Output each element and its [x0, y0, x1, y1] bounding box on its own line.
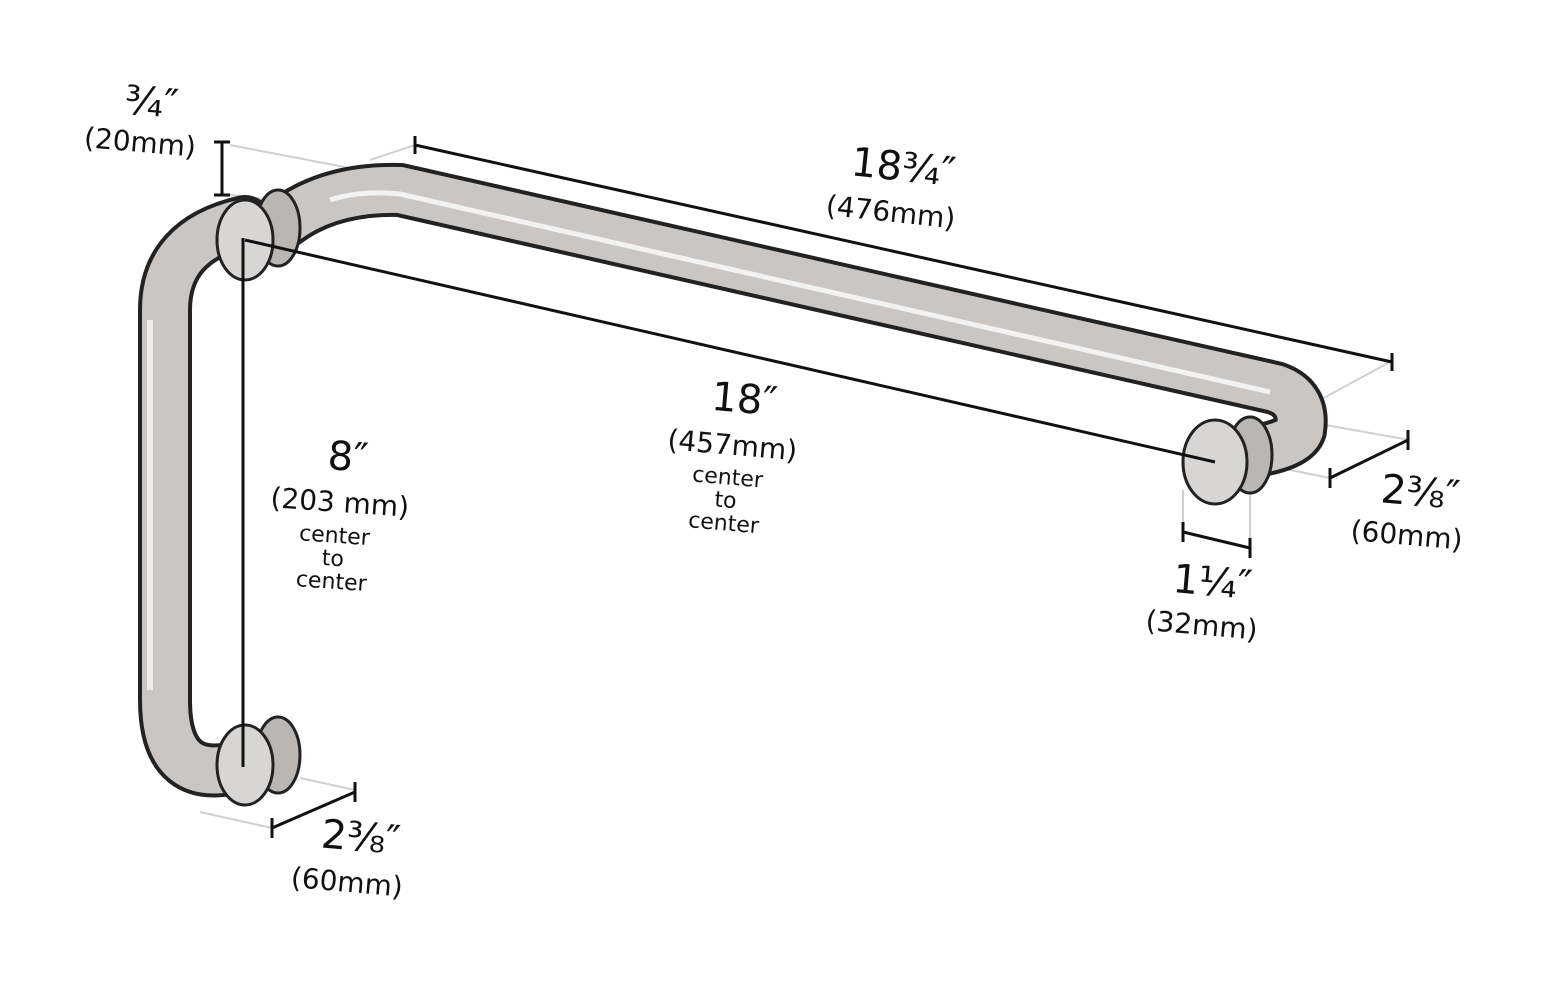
standoff-diameter-imperial: 1¼″	[1171, 556, 1254, 609]
note-line: center	[691, 462, 765, 493]
right-projection-metric: (60mm)	[1349, 514, 1463, 557]
note-line: center	[298, 521, 371, 551]
handle-tube	[138, 162, 1328, 798]
label-bottom-projection: 2⅜″ (60mm)	[290, 811, 404, 904]
label-right-projection: 2⅜″ (60mm)	[1349, 466, 1463, 557]
overall-length-metric: (476mm)	[824, 189, 957, 235]
vertical-center-imperial: 8″	[326, 433, 370, 482]
dimension-lines	[214, 136, 1410, 838]
label-standoff-diameter: 1¼″ (32mm)	[1144, 556, 1258, 647]
standoff-bottom-left	[215, 715, 302, 807]
note-line: center	[687, 508, 761, 539]
horizontal-center-imperial: 18″	[710, 374, 780, 426]
standoff-right	[1181, 415, 1274, 506]
overall-length-imperial: 18¾″	[849, 139, 958, 196]
extension-lines	[199, 144, 1411, 829]
horizontal-center-metric: (457mm)	[666, 423, 798, 467]
standoff-top-left	[215, 188, 302, 282]
tube-diameter-imperial: ¾″	[123, 78, 181, 129]
note-line: to	[321, 546, 345, 572]
note-line: center	[295, 567, 368, 597]
right-projection-imperial: 2⅜″	[1379, 466, 1462, 519]
label-tube-diameter: ¾″ (20mm)	[83, 78, 197, 164]
bottom-projection-metric: (60mm)	[290, 861, 404, 904]
label-overall-length: 18¾″ (476mm)	[824, 139, 958, 235]
note-line: to	[713, 487, 737, 514]
tube-diameter-metric: (20mm)	[83, 121, 197, 164]
bottom-projection-imperial: 2⅜″	[319, 811, 402, 864]
label-horizontal-center: 18″ (457mm) center to center	[666, 374, 798, 540]
standoff-diameter-metric: (32mm)	[1144, 604, 1258, 647]
label-vertical-center: 8″ (203 mm) center to center	[269, 433, 410, 597]
vertical-center-metric: (203 mm)	[269, 481, 410, 524]
